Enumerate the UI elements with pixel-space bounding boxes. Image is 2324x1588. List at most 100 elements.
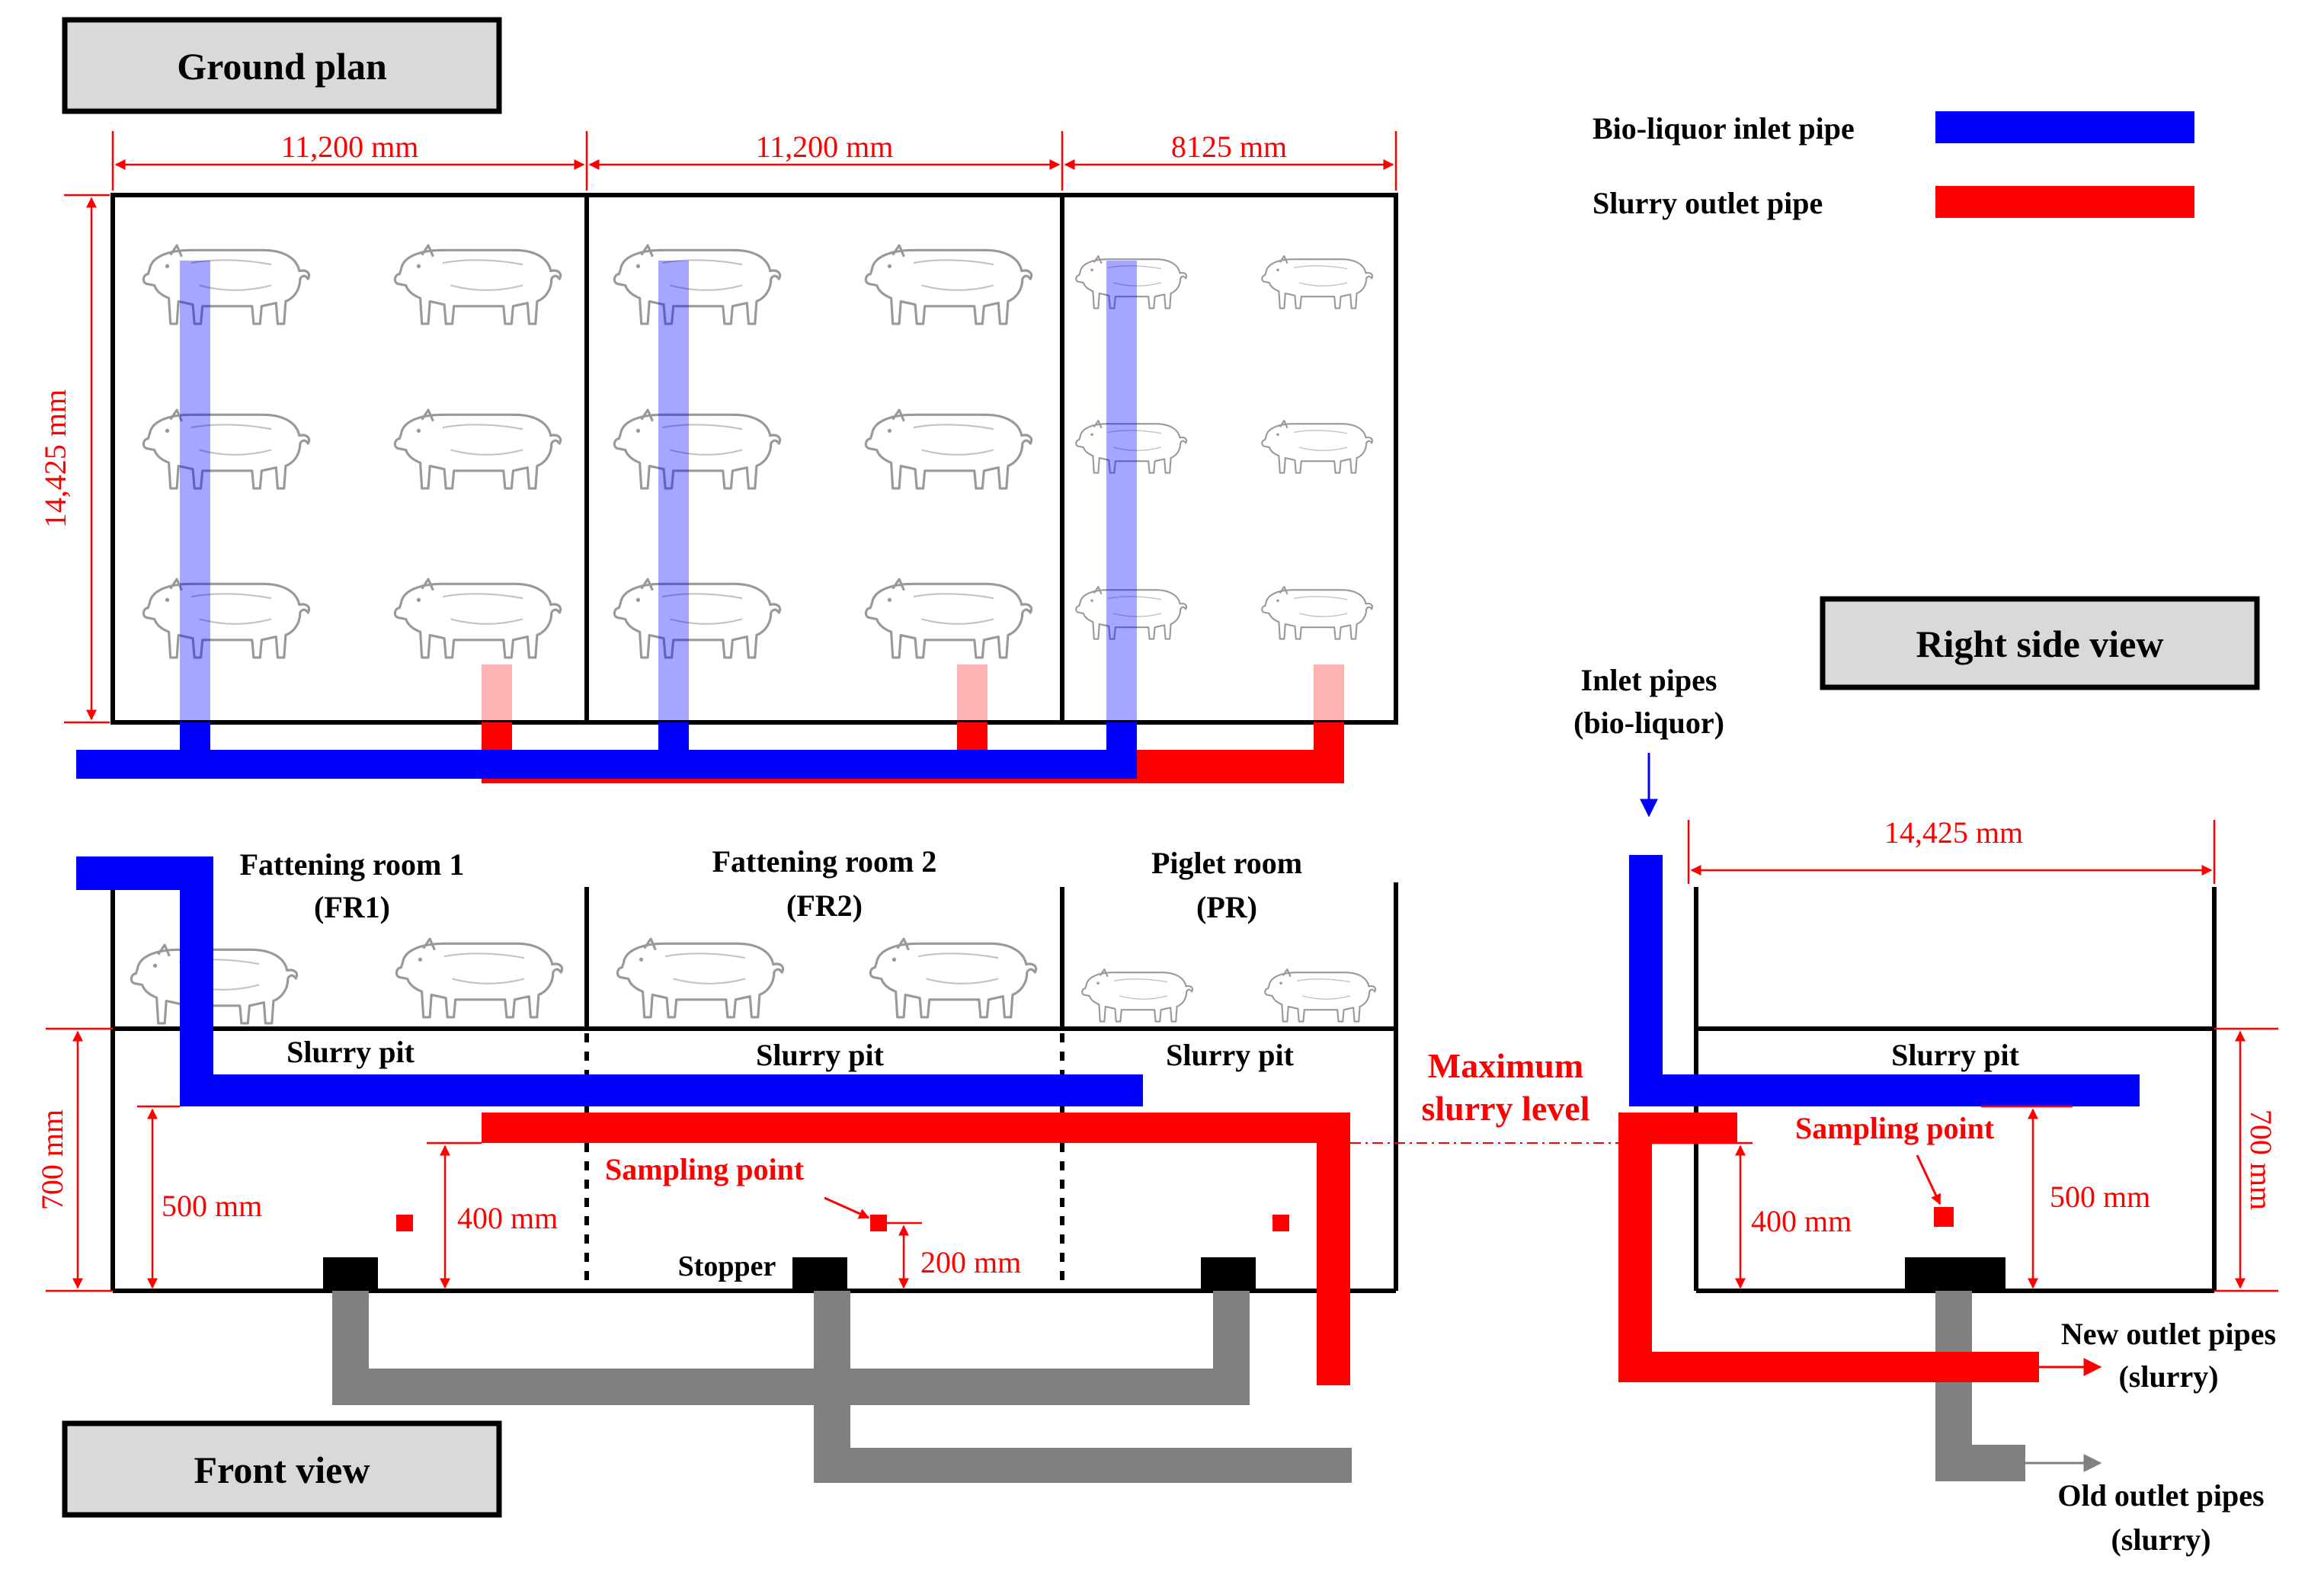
plan-outlet-stub-fr1: [482, 664, 512, 722]
piglet-icon: [1261, 585, 1374, 640]
piglet-icon: [1081, 968, 1194, 1023]
dim-room1-width: 11,200 mm: [281, 130, 419, 164]
stopper-fr2: [792, 1257, 847, 1291]
stopper-pr: [1201, 1257, 1256, 1291]
room-fr1-name: Fattening room 1: [240, 847, 465, 882]
front-dimension-lines: [46, 1027, 922, 1292]
plan-inlet-branch-pr: [1106, 261, 1137, 722]
ground-plan-title-box: Ground plan: [62, 17, 502, 114]
pig-icon: [393, 408, 562, 490]
dim-side-depth: 14,425 mm: [1884, 815, 2023, 850]
plan-outlet-stub-pr: [1314, 664, 1344, 722]
front-sampling-points: [396, 1215, 1289, 1231]
slurry-pit-label-fr2: Slurry pit: [756, 1038, 884, 1072]
pig-icon: [613, 408, 782, 490]
plan-outlet-stub-fr2: [957, 664, 988, 722]
sampling-point-pointer-side: [1916, 1154, 1941, 1205]
front-view: Front view Fattening room 1 (FR1) Fat: [35, 844, 1658, 1518]
plan-inlet-branch-fr2: [658, 261, 689, 722]
dim-pit-height-side: 700 mm: [2244, 1109, 2278, 1210]
pig-icon: [616, 937, 785, 1019]
old-outlet-label-line2: (slurry): [2111, 1522, 2210, 1557]
front-new-outlet-pipe: [482, 1113, 1350, 1385]
sampling-point-fr2: [870, 1215, 887, 1231]
new-outlet-label-line2: (slurry): [2118, 1359, 2218, 1394]
front-view-title-box: Front view: [62, 1420, 502, 1518]
pig-icon: [613, 244, 782, 325]
sampling-point-label-side: Sampling point: [1795, 1111, 1995, 1145]
side-inlet-pipe: [1629, 855, 2140, 1106]
room-pr-code: (PR): [1196, 890, 1257, 924]
side-new-outlet-pipe: [1618, 1113, 2039, 1382]
piglet-icon: [1261, 255, 1374, 309]
pig-icon: [142, 578, 311, 659]
plan-inlet-branch-fr1: [180, 261, 210, 722]
stopper-side: [1905, 1257, 2005, 1291]
sampling-point-side: [1934, 1207, 1954, 1227]
pig-icon: [864, 408, 1033, 490]
front-view-pigs: [130, 937, 1377, 1025]
dim-plan-depth: 14,425 mm: [38, 389, 72, 528]
side-dimension-lines: [1652, 820, 2278, 1292]
legend-inlet-label: Bio-liquor inlet pipe: [1593, 111, 1855, 146]
sampling-point-label-front: Sampling point: [605, 1152, 805, 1186]
front-view-title: Front view: [194, 1449, 370, 1491]
room-pr-name: Piglet room: [1151, 846, 1302, 880]
dim-outlet-height-front: 400 mm: [457, 1201, 558, 1235]
ground-plan: Ground plan: [38, 17, 1398, 783]
dim-outlet-height-side: 400 mm: [1751, 1204, 1852, 1238]
pig-icon: [142, 244, 311, 325]
old-outlet-label-line1: Old outlet pipes: [2057, 1478, 2264, 1513]
legend-outlet-label: Slurry outlet pipe: [1593, 186, 1823, 220]
pig-icon: [393, 578, 562, 659]
pig-icon: [393, 244, 562, 325]
dim-room2-width: 11,200 mm: [756, 130, 894, 164]
max-slurry-level-line2: slurry level: [1422, 1089, 1590, 1128]
room-fr2-name: Fattening room 2: [712, 844, 937, 879]
pig-icon: [142, 408, 311, 490]
pig-icon: [864, 244, 1033, 325]
plan-dimension-lines: [64, 131, 1397, 724]
right-side-view-title: Right side view: [1916, 623, 2164, 665]
sampling-point-fr1: [396, 1215, 413, 1231]
plan-room-outlines: [110, 193, 1398, 725]
ground-plan-title: Ground plan: [177, 45, 387, 88]
plan-inlet-pipe: [76, 722, 1137, 779]
dim-inlet-height-side: 500 mm: [2050, 1180, 2150, 1214]
right-side-view-title-box: Right side view: [1820, 596, 2260, 690]
dim-sampling-height: 200 mm: [920, 1245, 1021, 1279]
inlet-pipes-label-line2: (bio-liquor): [1573, 706, 1724, 740]
new-outlet-label-line1: New outlet pipes: [2061, 1317, 2276, 1351]
pig-icon: [869, 937, 1038, 1019]
stopper-label: Stopper: [678, 1250, 776, 1282]
max-slurry-level-line1: Maximum: [1428, 1046, 1583, 1085]
dim-inlet-height-front: 500 mm: [162, 1189, 262, 1223]
pig-icon: [395, 937, 564, 1019]
front-inlet-pipe: [76, 856, 1143, 1106]
dim-room3-width: 8125 mm: [1171, 130, 1287, 164]
slurry-pit-label-side: Slurry pit: [1891, 1038, 2019, 1072]
slurry-pit-label-pr: Slurry pit: [1166, 1038, 1294, 1072]
front-stoppers: [323, 1257, 1256, 1291]
piglet-icon: [1264, 968, 1377, 1023]
room-fr1-code: (FR1): [314, 890, 390, 924]
front-walls: [110, 882, 1398, 1293]
right-side-view: Right side view Inlet pipes (bio-liquor)…: [1573, 596, 2278, 1557]
sampling-point-pr: [1272, 1215, 1289, 1231]
stopper-fr1: [323, 1257, 378, 1291]
ground-plan-pigs: [142, 244, 1374, 659]
piglet-icon: [1261, 419, 1374, 474]
front-old-outlet-pipes: [332, 1291, 1352, 1483]
sampling-point-pointer-front: [824, 1196, 870, 1219]
inlet-pipes-label-line1: Inlet pipes: [1581, 663, 1717, 697]
slurry-pit-label-fr1: Slurry pit: [286, 1035, 415, 1069]
legend-inlet-swatch: [1935, 111, 2194, 143]
dim-pit-height-front: 700 mm: [35, 1109, 69, 1210]
legend-outlet-swatch: [1935, 186, 2194, 218]
pig-icon: [130, 943, 299, 1025]
legend: Bio-liquor inlet pipe Slurry outlet pipe: [1593, 111, 2194, 220]
pig-icon: [864, 578, 1033, 659]
side-old-outlet-pipe: [1935, 1291, 2025, 1481]
room-fr2-code: (FR2): [786, 888, 863, 923]
